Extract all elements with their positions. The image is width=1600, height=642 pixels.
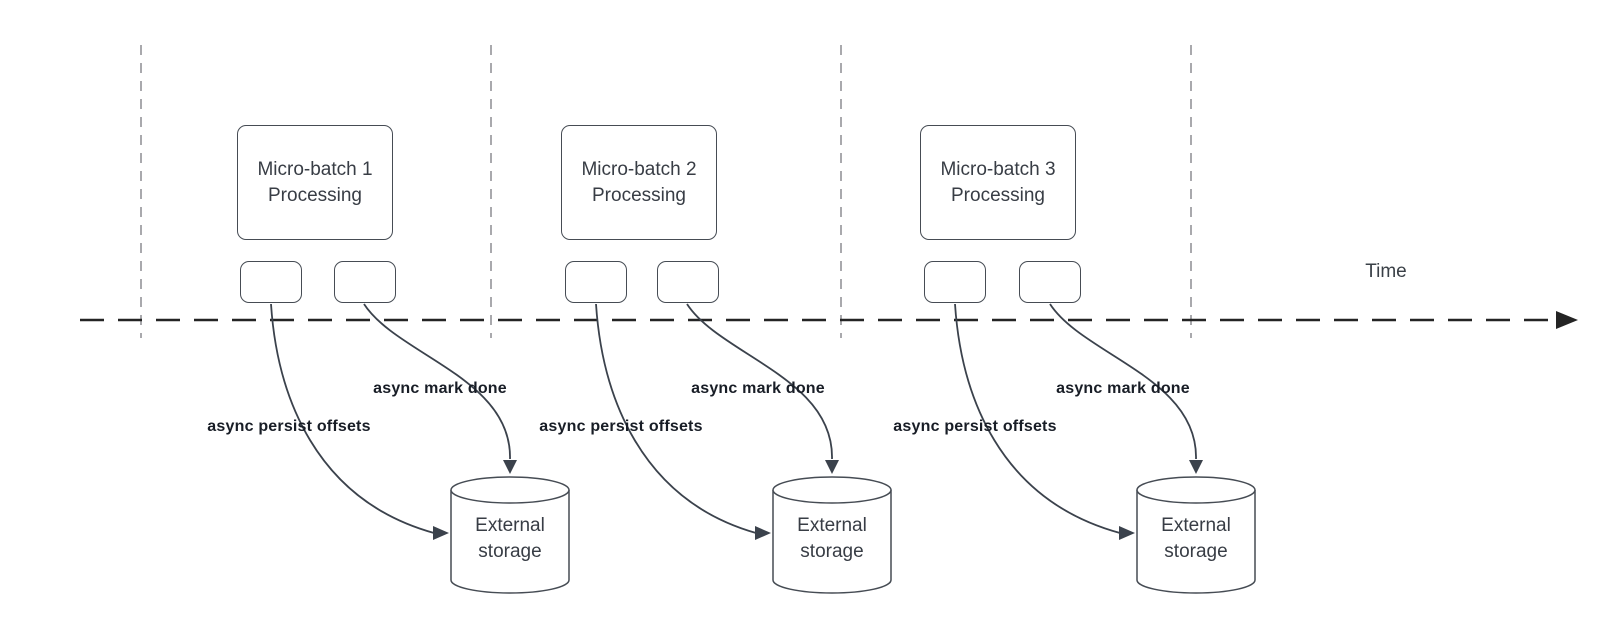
persist-arrowhead-icon-1 [433,526,449,540]
micro-batch-1-markdone-task-box [334,261,396,303]
micro-batch-3-title-line1: Micro-batch 3 [940,158,1056,180]
storage-cylinder-top-3 [1136,476,1256,504]
micro-batch-1-title-line2: Processing [268,184,362,206]
micro-batch-2-processing-box: Micro-batch 2 Processing [561,125,717,240]
persist-offsets-curve-2 [595,303,757,534]
micro-batch-1-processing-box: Micro-batch 1 Processing [237,125,393,240]
persist-arrowhead-icon-3 [1119,526,1135,540]
external-storage-label-3: External storage [1161,513,1231,565]
mark-done-curve-1 [363,303,511,460]
mark-done-arrowhead-icon-3 [1189,460,1203,474]
external-storage-label-1-line2: storage [478,541,542,562]
micro-batch-3-markdone-task-box [1019,261,1081,303]
external-storage-label-2: External storage [797,513,867,565]
persist-offsets-curve-3 [954,303,1121,534]
external-storage-label-3-line1: External [1161,515,1231,536]
persist-offsets-label-3: async persist offsets [893,418,1057,435]
micro-batch-2-title-line1: Micro-batch 2 [581,158,697,180]
external-storage-label-2-line1: External [797,515,867,536]
persist-offsets-curve-1 [270,303,435,534]
mark-done-curve-2 [686,303,833,460]
mark-done-label-2: async mark done [691,380,825,397]
external-storage-label-1: External storage [475,513,545,565]
persist-offsets-label-1: async persist offsets [207,418,371,435]
micro-batch-1-title-line1: Micro-batch 1 [257,158,373,180]
storage-cylinder-body-3 [1136,490,1256,594]
persist-offsets-label-2: async persist offsets [539,418,703,435]
micro-batch-3-processing-box: Micro-batch 3 Processing [920,125,1076,240]
external-storage-label-2-line2: storage [800,541,864,562]
storage-cylinder-top-1 [450,476,570,504]
mark-done-arrowhead-icon-2 [825,460,839,474]
mark-done-curve-3 [1049,303,1197,460]
mark-done-label-3: async mark done [1056,380,1190,397]
mark-done-label-1: async mark done [373,380,507,397]
time-axis-arrowhead-icon [1556,311,1578,329]
time-axis-label: Time [1365,261,1407,282]
external-storage-label-1-line1: External [475,515,545,536]
persist-arrowhead-icon-2 [755,526,771,540]
micro-batch-3-title-line2: Processing [951,184,1045,206]
micro-batch-2-title-line2: Processing [592,184,686,206]
storage-cylinder-top-2 [772,476,892,504]
storage-cylinder-body-1 [450,490,570,594]
micro-batch-1-offset-task-box [240,261,302,303]
mark-done-arrowhead-icon-1 [503,460,517,474]
micro-batch-2-markdone-task-box [657,261,719,303]
micro-batch-2-offset-task-box [565,261,627,303]
micro-batch-3-offset-task-box [924,261,986,303]
storage-cylinder-body-2 [772,490,892,594]
external-storage-label-3-line2: storage [1164,541,1228,562]
